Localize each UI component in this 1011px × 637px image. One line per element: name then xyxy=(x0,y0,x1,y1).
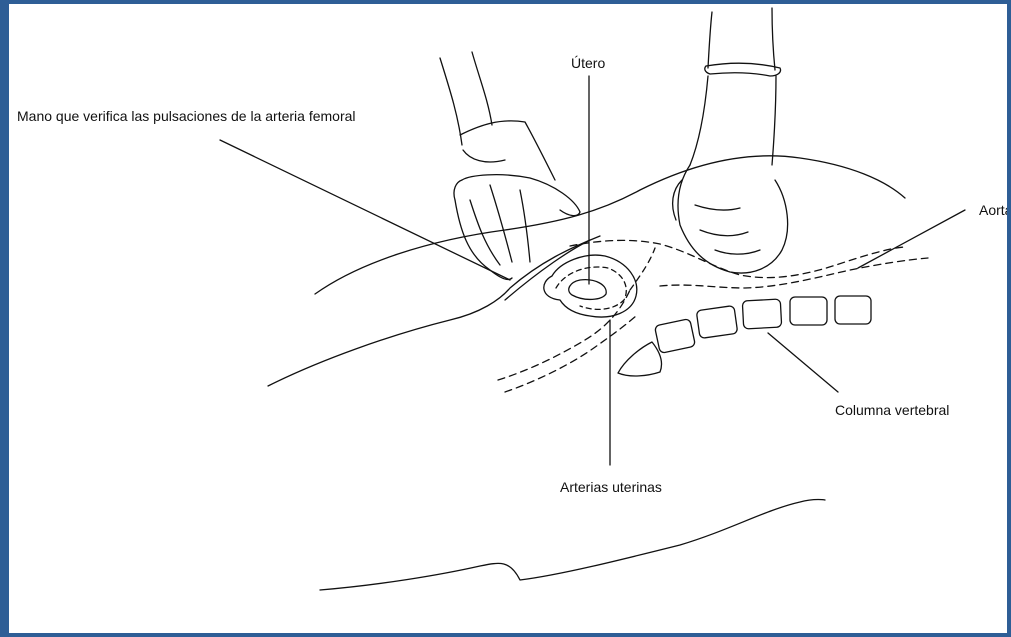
belly-outline xyxy=(505,240,590,300)
aorta-dashed-upper xyxy=(570,240,905,277)
left-hand-drawing xyxy=(440,52,580,280)
aorta-dashed-lower xyxy=(660,258,928,288)
leader-columna xyxy=(768,333,838,392)
right-fist-drawing xyxy=(673,8,788,273)
label-arterias-uterinas: Arterias uterinas xyxy=(560,479,662,495)
label-utero: Útero xyxy=(571,55,605,71)
iliac-dashed-lower xyxy=(505,316,636,392)
uterus-dashed xyxy=(556,267,626,309)
vessel-dashed-left xyxy=(630,248,655,290)
torso-lower-outline xyxy=(268,236,600,386)
label-mano: Mano que verifica las pulsaciones de la … xyxy=(17,108,356,124)
vertebral-column xyxy=(618,296,871,376)
torso-outline xyxy=(315,156,905,294)
uterus-inner xyxy=(569,280,606,300)
label-columna-vertebral: Columna vertebral xyxy=(835,402,949,418)
label-aorta: Aorta xyxy=(979,202,1011,218)
lower-body-contour xyxy=(320,500,825,591)
leader-mano xyxy=(220,140,510,280)
